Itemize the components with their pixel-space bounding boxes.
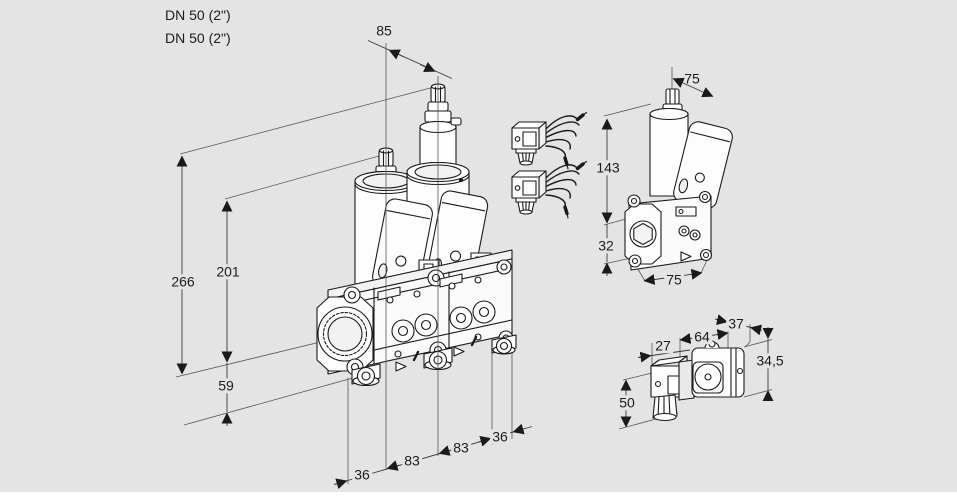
dim-label-axis-to-bottom: 59 (216, 377, 236, 394)
coil-view (650, 340, 745, 422)
valve-body (316, 249, 517, 387)
dim-label-side-lower-height: 32 (596, 237, 616, 254)
dim-label-coil-connector-height: 50 (617, 394, 637, 411)
dim-label-actuator-spacing: 85 (376, 22, 392, 39)
dim-label-coil-height: 34,5 (754, 352, 786, 369)
page-bottom-strip (0, 492, 957, 500)
front-view-valve (316, 83, 517, 387)
dim-label-stage1-length: 83 (402, 452, 422, 469)
dim-label-coil-body-length: 64 (692, 328, 712, 345)
dim-label-side-width: 75 (664, 271, 684, 288)
port-size-label-1: DN 50 (2") (165, 7, 231, 23)
side-view-cover (673, 121, 733, 209)
dim-label-total-height: 266 (169, 273, 197, 290)
dim-label-upper-height: 201 (214, 263, 242, 280)
bottom-flanges (351, 334, 517, 387)
axis-centerlines (385, 43, 439, 470)
side-view-body (624, 190, 713, 271)
dim-label-side-upper-height: 143 (594, 159, 622, 176)
coin-screws (391, 300, 496, 343)
dim-label-side-depth: 75 (684, 70, 700, 87)
side-view-valve (624, 88, 733, 271)
dim-label-stage2-length: 83 (451, 439, 471, 456)
dim-label-left-offset: 36 (352, 466, 372, 483)
dim-label-right-offset: 36 (490, 428, 510, 445)
dim-label-coil-connector-width: 27 (653, 337, 673, 354)
dim-label-coil-end-depth: 37 (726, 315, 746, 332)
cable-connectors (510, 110, 589, 220)
port-size-label-2: DN 50 (2") (165, 30, 231, 46)
actuator-1-cover (372, 198, 433, 292)
